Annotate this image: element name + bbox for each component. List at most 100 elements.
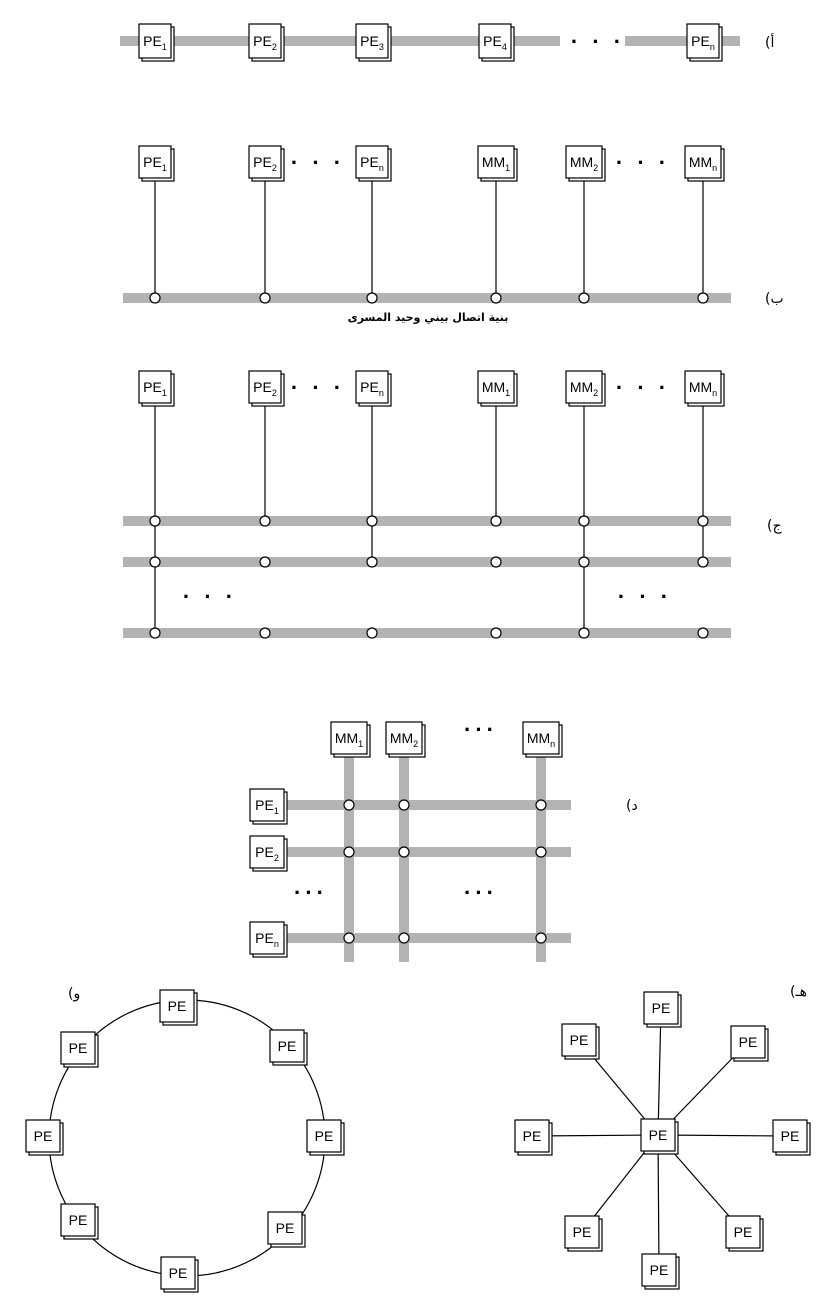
unit-base-text: MM [390, 730, 413, 746]
box-frame [355, 23, 389, 59]
star-pe-6: PE [564, 1215, 603, 1252]
caption-a: (أ [765, 33, 774, 51]
single-bus-unit-6: MMn [684, 145, 725, 182]
box-frame [138, 145, 172, 179]
unit-label: PE [278, 1038, 297, 1054]
unit-base-text: PE [573, 1224, 592, 1240]
multi-bus-unit-2: PE2 [248, 370, 285, 407]
unit-base-text: PE [253, 379, 272, 395]
box-frame [306, 1119, 342, 1153]
star-pe-2: PE [730, 1025, 769, 1062]
unit-label: MM2 [570, 379, 598, 398]
crossbar-mm-1: MM1 [330, 721, 371, 758]
unit-label: MM1 [482, 379, 510, 398]
unit-label: MMn [689, 154, 717, 173]
single-bus-node [490, 292, 502, 304]
unit-label: PE1 [143, 154, 167, 173]
single-bus-unit-2: PE2 [248, 145, 285, 182]
box-frame [267, 1211, 303, 1245]
multi-bus-node [578, 515, 590, 527]
unit-label: PE [650, 1262, 669, 1278]
box-frame [561, 1023, 597, 1057]
box-frame [249, 921, 285, 955]
unit-subscript: 4 [502, 42, 507, 52]
box-frame [684, 145, 722, 179]
multi-bus-node [366, 627, 378, 639]
single-bus-node [578, 292, 590, 304]
box-frame [138, 370, 172, 404]
multi-bus-right-ellipsis: · · · [618, 584, 672, 609]
crossbar-pe-1: PE1 [249, 788, 288, 825]
linear-pe-4: PE4 [478, 23, 515, 62]
ring-pe-3: PE [306, 1119, 345, 1156]
unit-subscript: 3 [379, 42, 384, 52]
caption-f: (و [68, 986, 80, 1002]
multi-bus-node [697, 515, 709, 527]
crossbar-mm-2: MM2 [385, 721, 426, 758]
unit-base-text: PE [360, 379, 379, 395]
ring-pe-1: PE [159, 989, 198, 1026]
unit-label: PE [69, 1212, 88, 1228]
unit-subscript: 1 [162, 42, 167, 52]
unit-label: PEn [360, 154, 384, 173]
star-pe-4: PE [725, 1215, 764, 1252]
unit-base-text: PE [570, 1032, 589, 1048]
unit-label: PE1 [143, 379, 167, 398]
multi-bus-node [490, 627, 502, 639]
unit-subscript: 2 [272, 163, 277, 173]
unit-label: PE [649, 1127, 668, 1143]
multi-bus-node [697, 627, 709, 639]
unit-label: PEn [691, 33, 715, 52]
crossbar-mm-ellipsis: ··· [464, 717, 498, 742]
unit-label: MMn [527, 730, 555, 749]
unit-label: PE [523, 1128, 542, 1144]
single-bus-unit-4: MM1 [477, 145, 518, 182]
box-frame [248, 370, 282, 404]
unit-label: PE [34, 1128, 53, 1144]
unit-base-text: MM [570, 154, 593, 170]
single-bus-node [366, 292, 378, 304]
unit-subscript: n [712, 388, 717, 398]
bus-layer [120, 36, 740, 962]
unit-base-text: PE [649, 1127, 668, 1143]
crossbar-switch-node [398, 846, 410, 858]
caption-d: (د [626, 798, 638, 814]
multi-bus-unit-4: MM1 [477, 370, 518, 407]
multi-bus-node [149, 515, 161, 527]
ring-pe-8: PE [60, 1031, 99, 1068]
star-pe-1: PE [643, 991, 682, 1028]
linear-array-ellipsis: · · · [571, 29, 625, 54]
box-frame [249, 788, 285, 822]
unit-base-text: PE [255, 930, 274, 946]
unit-label: MMn [689, 379, 717, 398]
unit-base-text: PE [781, 1128, 800, 1144]
crossbar-switch-node [535, 846, 547, 858]
box-frame [641, 1253, 677, 1287]
box-frame [249, 835, 285, 869]
box-frame [355, 145, 389, 179]
multi-bus-node [259, 556, 271, 568]
single-bus-node [259, 292, 271, 304]
box-frame [248, 23, 282, 59]
unit-label: PE [168, 998, 187, 1014]
unit-label: PE [69, 1040, 88, 1056]
unit-base-text: PE [253, 154, 272, 170]
single-bus-mm-ellipsis: · · · [616, 150, 670, 175]
unit-base-text: PE [523, 1128, 542, 1144]
crossbar-inner-ellipsis: ··· [464, 880, 498, 905]
unit-base-text: MM [482, 154, 505, 170]
unit-base-text: PE [69, 1212, 88, 1228]
unit-label: PE [781, 1128, 800, 1144]
crossbar-switch-node [343, 932, 355, 944]
unit-base-text: PE [169, 1265, 188, 1281]
text-layer: (أ (ب (ج (د (هـ (و بنية اتصال بيني وحيد … [68, 29, 807, 1002]
unit-subscript: 1 [358, 739, 363, 749]
unit-label: PE2 [255, 844, 279, 863]
single-bus-node [149, 292, 161, 304]
box-frame [60, 1203, 96, 1237]
unit-base-text: PE [143, 379, 162, 395]
multi-bus-unit-1: PE1 [138, 370, 175, 407]
unit-base-text: PE [143, 154, 162, 170]
